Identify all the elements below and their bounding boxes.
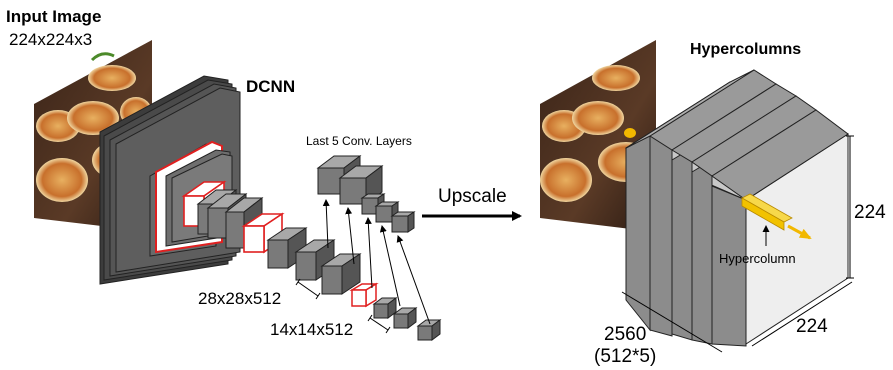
last-five-layers — [316, 155, 416, 233]
hypercolumn-volume — [624, 69, 850, 347]
input-image-title: Input Image — [6, 7, 101, 26]
dcnn-block-4 — [266, 227, 362, 295]
size-brackets — [295, 278, 391, 334]
hypercolumn-label: Hypercolumn — [719, 251, 796, 266]
last-layers-label: Last 5 Conv. Layers — [306, 134, 412, 148]
width-label: 224 — [796, 316, 828, 337]
input-image-size: 224x224x3 — [9, 30, 92, 49]
dcnn-block-5 — [349, 282, 442, 341]
hypercolumns-title: Hypercolumns — [690, 41, 801, 58]
dcnn-title: DCNN — [246, 77, 295, 96]
pixel-marker — [624, 128, 636, 138]
layer-arrows — [322, 199, 431, 325]
hypercolumn-bar — [741, 193, 812, 240]
size-label-28: 28x28x512 — [198, 289, 281, 308]
depth-note: (512*5) — [594, 346, 656, 367]
upscale-label: Upscale — [438, 186, 507, 207]
height-label: 224 — [854, 202, 886, 223]
depth-label: 2560 — [604, 324, 646, 345]
hypercolumn-dimensions — [621, 135, 854, 353]
size-label-14: 14x14x512 — [270, 320, 353, 339]
